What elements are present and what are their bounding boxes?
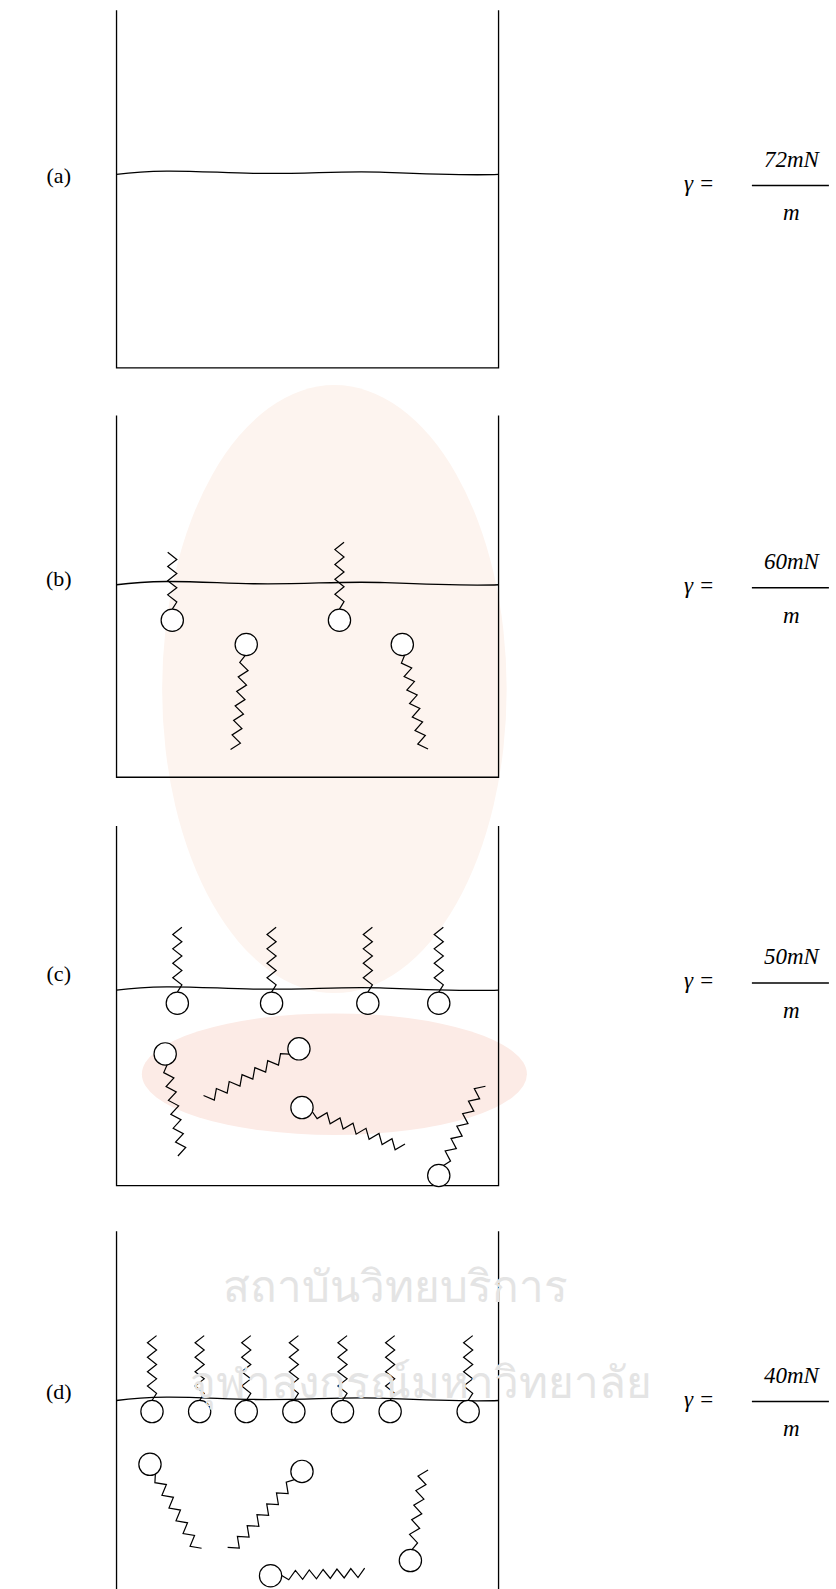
fraction-bar	[752, 185, 829, 186]
surfactant-head	[235, 633, 257, 655]
surfactant-head	[288, 1038, 310, 1060]
watermark-text: จุฬาลงกรณ์มหาวิทยาลัย	[190, 1361, 652, 1405]
surfactant-tail	[282, 1568, 365, 1580]
surfactant-head	[260, 992, 282, 1014]
surfactant-tail	[147, 1336, 156, 1401]
surfactant-head	[328, 609, 350, 631]
surfactant-head	[154, 1043, 176, 1065]
watermark-emblem	[142, 385, 527, 1135]
surfactant-head	[391, 633, 413, 655]
gamma-symbol: γ =	[684, 1388, 714, 1411]
tension-unit: m	[783, 1417, 800, 1440]
tension-value: 50mN	[764, 945, 819, 968]
surfactant-tail	[168, 552, 177, 609]
surfactant-tail	[363, 927, 372, 992]
surfactant-head	[428, 992, 450, 1014]
water-surface	[117, 581, 499, 585]
surfactant-head	[291, 1460, 313, 1482]
surfactant-tail	[434, 927, 443, 992]
fraction-bar	[752, 1401, 829, 1402]
tension-value: 60mN	[764, 550, 819, 573]
surfactant-tail	[410, 1470, 429, 1550]
fraction-bar	[752, 587, 829, 588]
gamma-symbol: γ =	[684, 574, 714, 597]
surfactant-head	[161, 609, 183, 631]
surfactant-head	[141, 1400, 163, 1422]
tension-value: 72mN	[764, 148, 819, 171]
surfactant-head	[166, 992, 188, 1014]
gamma-symbol: γ =	[684, 172, 714, 195]
water-surface	[117, 171, 499, 175]
tension-unit: m	[783, 999, 800, 1022]
fraction-bar	[752, 982, 829, 983]
surfactant-head	[399, 1549, 421, 1571]
gamma-symbol: γ =	[684, 969, 714, 992]
beaker-outline	[117, 826, 499, 1186]
tension-value: 40mN	[764, 1364, 819, 1387]
surfactant-tail	[335, 542, 344, 609]
tension-unit: m	[783, 201, 800, 224]
surfactant-tail	[401, 655, 428, 749]
surfactant-tail	[155, 1474, 202, 1548]
panel-letter: (b)	[46, 568, 72, 590]
surfactant-tail	[312, 1112, 405, 1150]
surfactant-head	[291, 1096, 313, 1118]
tension-unit: m	[783, 604, 800, 627]
panel-letter: (a)	[47, 165, 71, 187]
surfactant-tail	[443, 1086, 485, 1165]
watermark-text: สถาบันวิทยบริการ	[223, 1265, 568, 1309]
surfactant-head	[428, 1164, 450, 1186]
panel-letter: (d)	[46, 1381, 72, 1403]
surfactant-tail	[231, 656, 249, 750]
surfactant-head	[139, 1453, 161, 1475]
surfactant-head	[357, 992, 379, 1014]
surfactant-tail	[267, 927, 276, 992]
surfactant-tail	[173, 927, 182, 992]
beaker-outline	[117, 416, 499, 778]
surfactant-tail	[164, 1065, 186, 1156]
surfactant-tail	[228, 1480, 295, 1548]
surfactant-tail	[204, 1054, 290, 1100]
beaker-outline	[117, 10, 499, 368]
panel-letter: (c)	[47, 963, 71, 985]
surfactant-head	[259, 1565, 281, 1587]
